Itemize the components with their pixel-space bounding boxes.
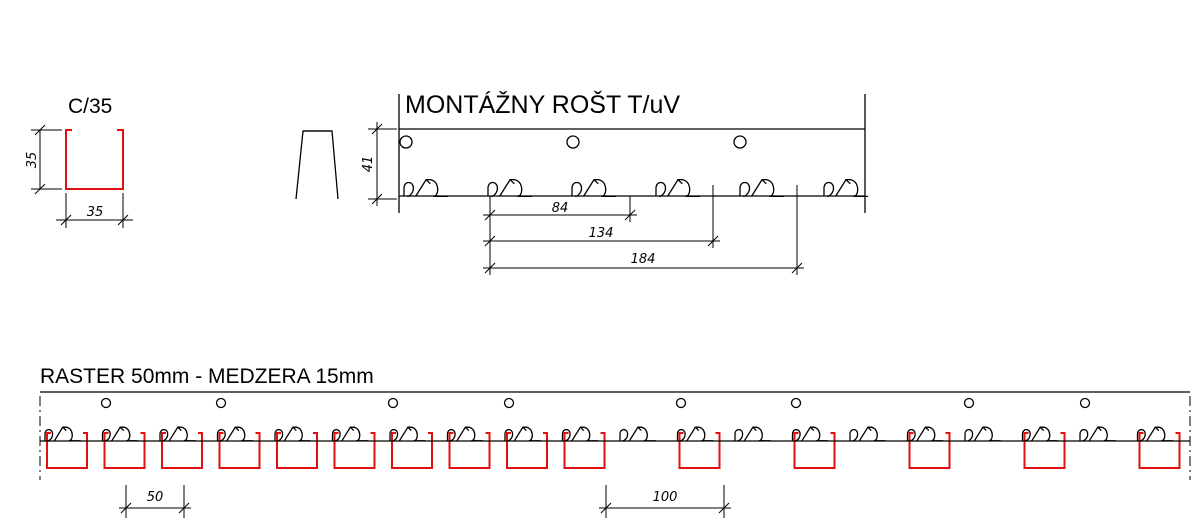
hook-icon [159, 426, 196, 442]
c-profile-shape [333, 432, 376, 469]
rail-hole [399, 135, 413, 149]
hook-icon [739, 178, 785, 198]
hook-icon [331, 426, 369, 442]
rail-hole [733, 135, 747, 149]
hook-icon [446, 426, 484, 442]
dim-134-label: 134 [589, 226, 614, 241]
dim-84-label: 84 [552, 201, 569, 216]
hook-icon [964, 426, 1001, 442]
profile-width-label: 35 [87, 205, 104, 220]
hook-icon [1021, 426, 1059, 442]
c35-profile-detail: C/35 35 35 [25, 95, 133, 228]
hook-icon [44, 426, 81, 442]
rail-hook-row [399, 178, 869, 198]
c-profile-shape [391, 432, 433, 469]
mounting-rail-detail: MONTÁŽNY ROŠT T/uV 41 84 134 184 [361, 90, 869, 275]
rail-side-view [295, 130, 339, 200]
hook-icon [655, 178, 701, 198]
raster-hole [387, 397, 399, 409]
hook-icon [504, 426, 541, 442]
raster-hole [963, 397, 975, 409]
hook-icon [791, 426, 829, 442]
rail-title: MONTÁŽNY ROŠT T/uV [405, 90, 680, 119]
hook-icon [274, 426, 311, 442]
c-profile-shape [1138, 432, 1181, 469]
hook-icon [676, 426, 714, 442]
hook-icon [849, 426, 886, 442]
hook-icon [734, 426, 771, 442]
raster-hole-row [100, 397, 1091, 409]
raster-dim-50-label: 50 [147, 490, 164, 505]
raster-hole [1079, 397, 1091, 409]
raster-title: RASTER 50mm - MEDZERA 15mm [40, 365, 374, 388]
raster-hole [100, 397, 112, 409]
hook-icon [906, 426, 944, 442]
raster-hole [790, 397, 802, 409]
c-profile-shape [218, 432, 261, 469]
c-profile-shape [103, 432, 146, 469]
hook-icon [571, 178, 617, 198]
c-profile-shape [276, 432, 318, 469]
raster-hole [215, 397, 227, 409]
rail-hole [566, 135, 580, 149]
hook-icon [403, 178, 449, 198]
hook-icon [1079, 426, 1116, 442]
hook-icon [389, 426, 426, 442]
c-profile-shape [678, 432, 721, 469]
c-profile-shape [908, 432, 951, 469]
c-profile-shape [46, 432, 88, 469]
dim-184-label: 184 [631, 252, 656, 267]
hook-icon [823, 178, 869, 198]
profile-height-label: 35 [25, 152, 40, 169]
hook-icon [619, 426, 656, 442]
raster-hole [503, 397, 515, 409]
hook-icon [216, 426, 254, 442]
c-profile-shape [1023, 432, 1066, 469]
hook-icon [487, 178, 533, 198]
raster-hole [675, 397, 687, 409]
c-profile-shape [65, 129, 124, 190]
c-profile-shape [161, 432, 203, 469]
raster-hook-row [40, 426, 1190, 442]
rail-height-label: 41 [361, 156, 376, 173]
c-profile-shape [563, 432, 606, 469]
hook-icon [1136, 426, 1174, 442]
profile-name: C/35 [68, 95, 112, 118]
c-profile-shape [506, 432, 548, 469]
raster-dim-100-label: 100 [653, 490, 678, 505]
hook-icon [561, 426, 599, 442]
raster-layout: RASTER 50mm - MEDZERA 15mm 50 100 [39, 365, 1191, 518]
c-profile-shape [448, 432, 491, 469]
c-profile-shape [793, 432, 836, 469]
raster-profile-row [46, 432, 1181, 469]
hook-icon [101, 426, 139, 442]
